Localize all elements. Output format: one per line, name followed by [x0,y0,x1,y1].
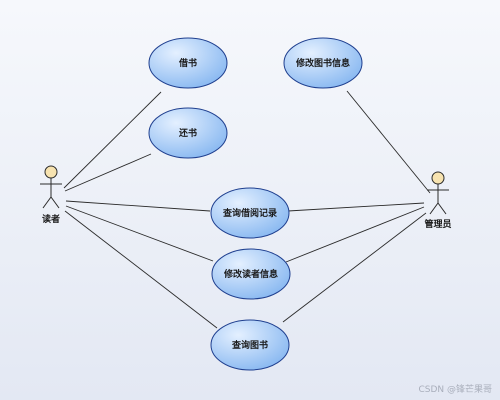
use-case-modify-book-label: 修改图书信息 [295,57,350,69]
use-case-query-book-label: 查询图书 [231,339,268,351]
use-case-query-borrow-label: 查询借阅记录 [222,207,277,219]
assoc-reader-modify-reader [65,205,214,262]
use-case-modify-book[interactable]: 修改图书信息 [283,37,363,89]
assoc-reader-query-book [64,210,218,329]
assoc-admin-query-borrow [287,202,425,212]
assoc-admin-modify-book [346,90,431,194]
actor-reader[interactable]: 读者 [40,165,62,225]
use-case-query-book[interactable]: 查询图书 [210,319,290,371]
use-case-modify-reader-label: 修改读者信息 [223,268,278,280]
watermark-text: CSDN @锋芒果哥 [418,385,492,395]
actor-admin-label: 管理员 [424,218,451,230]
assoc-admin-query-book [282,212,427,323]
actor-admin[interactable]: 管理员 [424,171,452,230]
assoc-reader-query-borrow [65,200,211,212]
assoc-admin-modify-reader [285,206,425,263]
use-case-borrow[interactable]: 借书 [148,37,228,89]
actor-reader-label: 读者 [42,213,60,225]
use-case-return-label: 还书 [178,127,197,139]
assoc-reader-borrow [63,91,162,189]
use-case-borrow-label: 借书 [178,57,197,69]
use-case-return[interactable]: 还书 [148,107,228,159]
actor-reader-icon [40,165,62,209]
use-case-query-borrow[interactable]: 查询借阅记录 [210,187,290,239]
use-case-modify-reader[interactable]: 修改读者信息 [211,248,291,300]
actor-admin-icon [427,171,449,215]
assoc-reader-return [64,153,152,192]
